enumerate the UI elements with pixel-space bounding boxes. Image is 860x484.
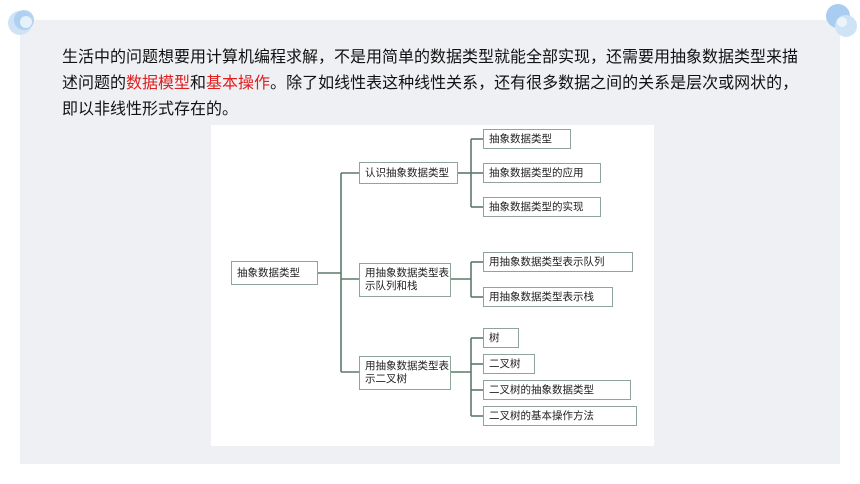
leaf-tree: 树 bbox=[483, 328, 519, 348]
leaf-binary-tree-adt: 二叉树的抽象数据类型 bbox=[483, 380, 631, 400]
leaf-binary-tree: 二叉树 bbox=[483, 354, 535, 374]
branch-understand-adt: 认识抽象数据类型 bbox=[359, 162, 458, 184]
branch-queue-stack: 用抽象数据类型表示队列和栈 bbox=[359, 263, 451, 297]
paragraph-text-2: 。除了如线性表这种线性关系，还有很多数据之间的关系是层次或网状的，即以非线性形式… bbox=[62, 73, 799, 118]
leaf-queue: 用抽象数据类型表示队列 bbox=[483, 252, 633, 272]
leaf-binary-tree-operations: 二叉树的基本操作方法 bbox=[483, 406, 637, 426]
mindmap-figure: 抽象数据类型 认识抽象数据类型 用抽象数据类型表示队列和栈 用抽象数据类型表示二… bbox=[211, 125, 654, 446]
highlight-data-model: 数据模型 bbox=[126, 73, 191, 92]
paragraph-connector: 和 bbox=[190, 73, 207, 92]
leaf-adt-implementation: 抽象数据类型的实现 bbox=[483, 197, 601, 217]
paragraph-text-1: 生活中的问题想要用计算机编程求解，不是用简单的数据类型就能全部实现，还需要用抽象… bbox=[62, 47, 799, 92]
leaf-stack: 用抽象数据类型表示栈 bbox=[483, 287, 613, 307]
leaf-adt-application: 抽象数据类型的应用 bbox=[483, 163, 601, 183]
decorative-circles-right bbox=[826, 4, 857, 37]
mindmap-root: 抽象数据类型 bbox=[231, 261, 318, 285]
highlight-basic-operations: 基本操作 bbox=[206, 73, 271, 92]
decorative-circles-left bbox=[8, 10, 34, 35]
leaf-adt: 抽象数据类型 bbox=[483, 129, 571, 149]
intro-paragraph: 生活中的问题想要用计算机编程求解，不是用简单的数据类型就能全部实现，还需要用抽象… bbox=[62, 44, 802, 122]
mindmap-connectors bbox=[318, 138, 483, 417]
branch-binary-tree: 用抽象数据类型表示二叉树 bbox=[359, 356, 451, 390]
